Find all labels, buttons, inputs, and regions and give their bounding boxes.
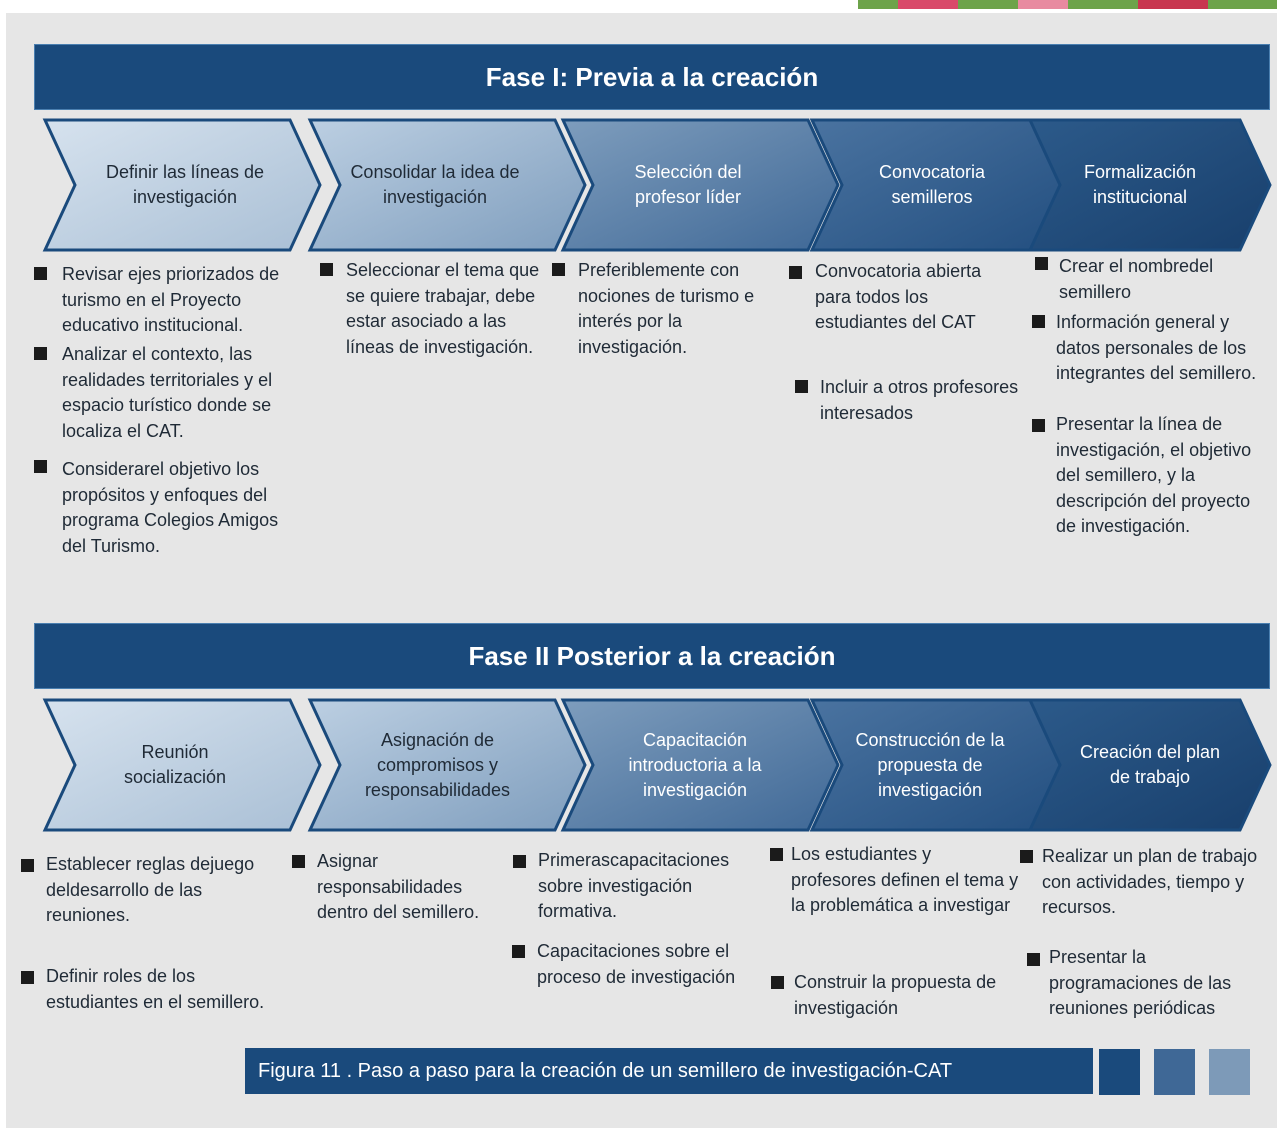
phase2-step2-label: Asignación de compromisos y responsabili… xyxy=(364,729,511,800)
phase2-step3-bullet: Capacitaciones sobre el proceso de inves… xyxy=(512,939,762,990)
bullet-text: Los estudiantes y profesores definen el … xyxy=(791,844,1019,915)
phase2-step5-bullet: Realizar un plan de trabajo con activida… xyxy=(1020,844,1265,921)
bullet-text: Asignar responsabilidades dentro del sem… xyxy=(317,851,480,922)
bullet-text: Crear el nombredel semillero xyxy=(1059,256,1214,302)
bullet-text: Establecer reglas dejuego deldesarrollo … xyxy=(46,854,255,925)
bullet-text: Capacitaciones sobre el proceso de inves… xyxy=(537,941,736,987)
figure-caption: Figura 11 . Paso a paso para la creación… xyxy=(245,1048,1093,1094)
phase1-step2-label: Consolidar la idea de investigación xyxy=(350,162,520,207)
phase1-step1-bullet: Considerarel objetivo los propósitos y e… xyxy=(34,457,304,559)
bullet-text: Considerarel objetivo los propósitos y e… xyxy=(62,459,279,556)
bullet-text: Seleccionar el tema que se quiere trabaj… xyxy=(346,260,540,357)
caption-square-light xyxy=(1209,1049,1250,1095)
phase2-step1-bullet: Definir roles de los estudiantes en el s… xyxy=(21,964,286,1015)
bullet-square-icon xyxy=(1027,953,1040,966)
bullet-square-icon xyxy=(1032,419,1045,432)
phase2-step4-label: Construcción de la propuesta de investig… xyxy=(855,729,1005,800)
phase2-step3-label: Capacitación introductoria a la investig… xyxy=(628,729,762,800)
bullet-text: Construir la propuesta de investigación xyxy=(794,972,997,1018)
bullet-square-icon xyxy=(513,855,526,868)
bullet-square-icon xyxy=(34,460,47,473)
phase1-step2-bullet: Seleccionar el tema que se quiere trabaj… xyxy=(320,258,550,360)
phase1-step5-bullet: Crear el nombredel semillero xyxy=(1035,254,1270,305)
bullet-square-icon xyxy=(795,380,808,393)
bullet-square-icon xyxy=(1020,850,1033,863)
phase2-step1-bullet: Establecer reglas dejuego deldesarrollo … xyxy=(21,852,286,929)
bullet-text: Convocatoria abierta para todos los estu… xyxy=(815,261,982,332)
phase1-step4-label: Convocatoria semilleros xyxy=(878,162,986,207)
bullet-text: Presentar la programaciones de las reuni… xyxy=(1049,947,1232,1018)
corner-decoration xyxy=(858,0,1277,9)
bullet-text: Revisar ejes priorizados de turismo en e… xyxy=(62,264,280,335)
phase1-step1-bullet: Revisar ejes priorizados de turismo en e… xyxy=(34,262,304,339)
bullet-square-icon xyxy=(34,267,47,280)
bullet-text: Definir roles de los estudiantes en el s… xyxy=(46,966,265,1012)
bullet-square-icon xyxy=(34,347,47,360)
phase1-step3-label: Selección del profesor líder xyxy=(634,162,742,207)
caption-square-medium xyxy=(1154,1049,1195,1095)
phase1-step5-bullet: Presentar la línea de investigación, el … xyxy=(1032,412,1270,540)
bullet-square-icon xyxy=(770,848,783,861)
phase1-banner: Fase I: Previa a la creación xyxy=(34,44,1270,110)
bullet-text: Información general y datos personales d… xyxy=(1056,312,1257,383)
phase2-title: Fase II Posterior a la creación xyxy=(468,640,836,671)
bullet-text: Analizar el contexto, las realidades ter… xyxy=(62,344,273,441)
phase1-step1-label: Definir las líneas de investigación xyxy=(105,162,265,207)
bullet-square-icon xyxy=(552,263,565,276)
bullet-square-icon xyxy=(771,976,784,989)
phase2-step4-bullet: Los estudiantes y profesores definen el … xyxy=(770,842,1020,919)
phase2-step5-label: Creación del plan de trabajo xyxy=(1079,742,1221,787)
bullet-square-icon xyxy=(1032,315,1045,328)
bullet-square-icon xyxy=(789,266,802,279)
phase2-step4-bullet: Construir la propuesta de investigación xyxy=(771,970,1021,1021)
bullet-square-icon xyxy=(292,855,305,868)
bullet-text: Realizar un plan de trabajo con activida… xyxy=(1042,846,1258,917)
phase1-step5-label: Formalización institucional xyxy=(1083,162,1197,207)
phase2-banner: Fase II Posterior a la creación xyxy=(34,623,1270,689)
phase2-step3-bullet: Primerascapacitaciones sobre investigaci… xyxy=(513,848,763,925)
phase2-step2-bullet: Asignar responsabilidades dentro del sem… xyxy=(292,849,512,926)
bullet-text: Incluir a otros profesores interesados xyxy=(820,377,1019,423)
phase1-step1-bullet: Analizar el contexto, las realidades ter… xyxy=(34,342,304,444)
phase1-step4-bullet: Convocatoria abierta para todos los estu… xyxy=(789,259,999,336)
bullet-text: Presentar la línea de investigación, el … xyxy=(1056,414,1252,536)
bullet-square-icon xyxy=(21,971,34,984)
phase1-step4-bullet: Incluir a otros profesores interesados xyxy=(795,375,1035,426)
phase2-step5-bullet: Presentar la programaciones de las reuni… xyxy=(1027,945,1270,1022)
bullet-square-icon xyxy=(1035,257,1048,270)
bullet-square-icon xyxy=(512,945,525,958)
figure-caption-text: Figura 11 . Paso a paso para la creación… xyxy=(258,1059,953,1082)
bullet-text: Preferiblemente con nociones de turismo … xyxy=(578,260,755,357)
phase2-step1-label: Reunión socialización xyxy=(123,742,227,787)
phase1-title: Fase I: Previa a la creación xyxy=(485,61,819,92)
phase1-step5-bullet: Información general y datos personales d… xyxy=(1032,310,1270,387)
caption-square-dark xyxy=(1099,1049,1140,1095)
phase1-step3-bullet: Preferiblemente con nociones de turismo … xyxy=(552,258,792,360)
bullet-square-icon xyxy=(320,263,333,276)
bullet-text: Primerascapacitaciones sobre investigaci… xyxy=(538,850,730,921)
bullet-square-icon xyxy=(21,859,34,872)
